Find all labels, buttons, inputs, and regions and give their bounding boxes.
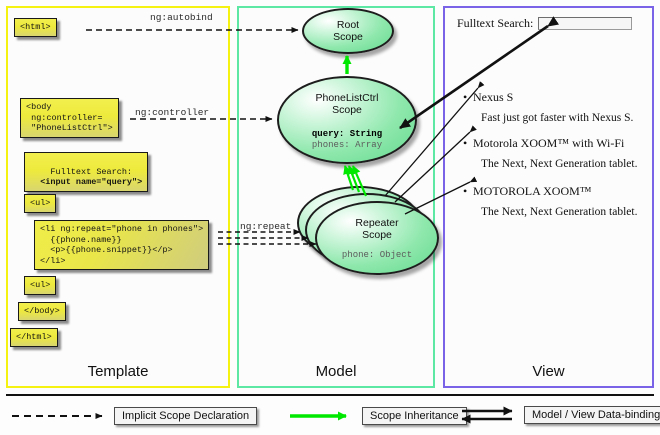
scope-root-title-1: Root	[336, 19, 360, 31]
search-input[interactable]	[538, 17, 633, 30]
double-arrow-icon	[461, 406, 513, 424]
phone-snippet: The Next, Next Generation tablet.	[481, 158, 638, 170]
phone-snippet: The Next, Next Generation tablet.	[481, 206, 638, 218]
legend-label: Implicit Scope Declaration	[114, 407, 258, 425]
phone-snippet: Fast just got faster with Nexus S.	[481, 112, 634, 124]
phone-name: • Motorola XOOM™ with Wi-Fi	[463, 136, 655, 151]
scope-root: Root Scope	[302, 8, 394, 54]
code-box-body-close: </body>	[18, 302, 66, 321]
legend: Implicit Scope Declaration Scope Inherit…	[0, 402, 660, 435]
bullet-icon: •	[463, 136, 468, 150]
panel-model-title: Model	[315, 363, 357, 380]
list-item: • Nexus S Fast just got faster with Nexus…	[463, 90, 655, 124]
legend-label: Scope Inheritance	[362, 407, 467, 425]
list-item: • Motorola XOOM™ with Wi-Fi The Next, Nex…	[463, 136, 655, 170]
scope-prop-phones: phones: Array	[311, 140, 383, 150]
connector-label-autobind: ng:autobind	[150, 12, 213, 23]
green-arrow-icon	[290, 411, 347, 421]
legend-label: Model / View Data-binding	[524, 406, 660, 424]
connector-label-repeat: ng:repeat	[240, 221, 292, 232]
legend-item-implicit-scope: Implicit Scope Declaration	[10, 407, 258, 425]
code-box-ul-close: <ul>	[24, 276, 57, 295]
view-search-label: Fulltext Search:	[457, 16, 534, 30]
dashed-arrow-icon	[12, 413, 103, 419]
code-box-ul-open: <ul>	[24, 194, 57, 213]
panel-view-title: View	[532, 363, 565, 380]
scope-repeater-title-2: Scope	[362, 229, 392, 241]
legend-item-data-binding: Model / View Data-binding	[460, 405, 660, 425]
connector-label-controller: ng:controller	[135, 107, 210, 118]
scope-repeater-title-1: Repeater	[355, 217, 399, 229]
view-search-row: Fulltext Search:	[457, 16, 633, 31]
phone-name: • Nexus S	[463, 90, 655, 105]
code-box-html-open: <html>	[14, 18, 57, 37]
code-search-input-markup: <input name="query">	[30, 177, 143, 187]
bullet-icon: •	[463, 90, 468, 104]
scope-prop-query: query: String	[311, 129, 383, 139]
code-box-html-close: </html>	[10, 328, 58, 347]
bullet-icon: •	[463, 184, 468, 198]
code-box-li-repeat: <li ng:repeat="phone in phones"> {{phone…	[34, 220, 210, 270]
scope-repeater: Repeater Scope phone: Object	[315, 201, 439, 275]
scope-phonelistctrl: PhoneListCtrl Scope query: String phones…	[277, 76, 417, 164]
legend-divider	[6, 394, 654, 396]
code-box-fulltext-search: Fulltext Search: <input name="query">	[24, 152, 149, 192]
view-rendered-output: Fulltext Search: • Nexus S Fast just got …	[453, 14, 645, 374]
scope-phonelistctrl-title-1: PhoneListCtrl	[315, 92, 379, 104]
list-item: • MOTOROLA XOOM™ The Next, Next Generatio…	[463, 184, 655, 218]
scope-phonelistctrl-title-2: Scope	[332, 104, 362, 116]
phone-name: • MOTOROLA XOOM™	[463, 184, 655, 199]
phone-name-text: Motorola XOOM™ with Wi-Fi	[473, 136, 625, 150]
scope-root-title-2: Scope	[333, 31, 363, 43]
phone-name-text: Nexus S	[473, 90, 514, 104]
code-search-label: Fulltext Search:	[50, 166, 133, 177]
scope-prop-phone: phone: Object	[341, 250, 413, 260]
phone-name-text: MOTOROLA XOOM™	[473, 184, 592, 198]
code-box-body-open: <body ng:controller= "PhoneListCtrl">	[20, 98, 119, 138]
panel-template-title: Template	[87, 363, 149, 380]
legend-item-scope-inheritance: Scope Inheritance	[288, 407, 467, 425]
